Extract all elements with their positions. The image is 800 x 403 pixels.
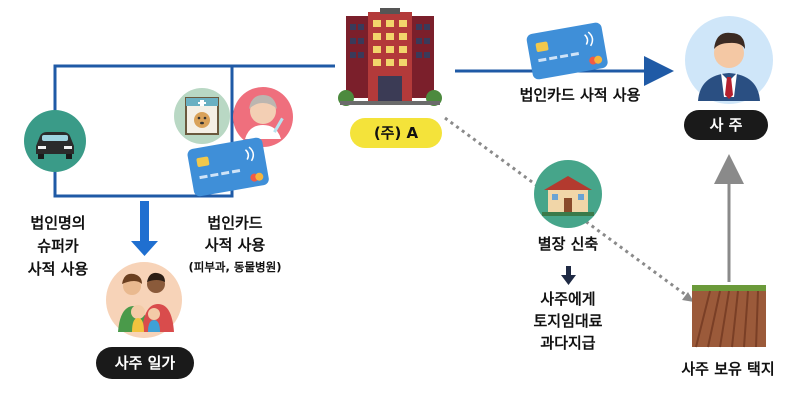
card-family-line-2: 사적 사용 [204,236,266,254]
credit-card-icon [526,22,608,80]
company-label: (주) A [373,124,419,142]
company-pill: (주) A [350,118,442,148]
supercar-line-2: 슈퍼카 [37,237,79,255]
family-label: 사주 일가 [114,354,176,372]
family-pill: 사주 일가 [96,347,194,379]
businessman-icon [685,16,773,104]
rent-label: 사주에게 토지임대료 과다지급 [508,288,628,354]
villa-down-arrow-shaft [566,266,571,276]
rent-line-3: 과다지급 [540,334,596,352]
villa-dotted-line [444,116,691,300]
owner-pill: 사 주 [684,110,768,140]
land-label: 사주 보유 택지 [681,360,775,378]
family-arrow-head [131,241,158,256]
card-family-label: 법인카드 사적 사용 (피부과, 동물병원) [180,212,290,278]
supercar-line-1: 법인명의 [30,214,86,232]
family-arrow-shaft [140,201,149,243]
villa-icon [534,160,602,228]
owner-label: 사 주 [709,116,743,134]
rent-line-2: 토지임대료 [533,312,603,330]
card-to-owner-label: 법인카드 사적 사용 [519,86,641,104]
villa-down-arrow-head [561,275,576,285]
vet-clinic-icon [174,88,230,144]
credit-card-icon [187,137,269,197]
villa-label: 별장 신축 [537,235,599,253]
dermatology-icon [233,87,293,147]
building-icon [338,8,442,106]
family-icon [106,262,182,338]
farmland-icon [692,285,766,348]
card-family-line-1: 법인카드 [207,214,263,232]
rent-line-1: 사주에게 [540,290,596,308]
dotted-arrow-head [682,292,694,302]
supercar-line-3: 사적 사용 [27,260,89,278]
supercar-label: 법인명의 슈퍼카 사적 사용 [8,212,108,281]
card-family-note: (피부과, 동물병원) [188,260,282,274]
car-icon [24,110,86,172]
